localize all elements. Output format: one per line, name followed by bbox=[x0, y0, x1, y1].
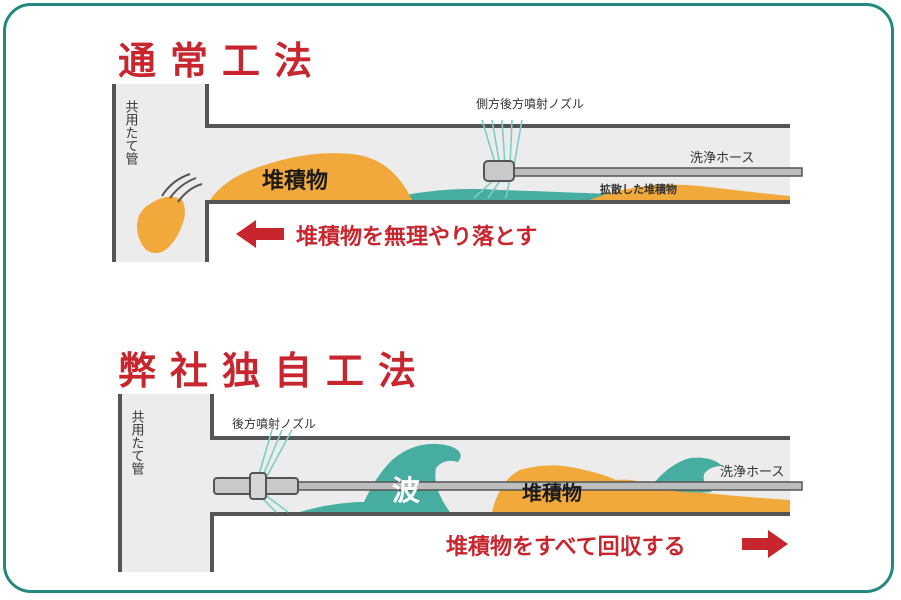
conventional-arrow-text: 堆積物を無理やり落とす bbox=[296, 224, 537, 250]
conventional-spread-sediment bbox=[590, 184, 790, 200]
conventional-sediment bbox=[210, 153, 412, 200]
conventional-hose-label: 洗浄ホース bbox=[690, 151, 754, 166]
our-wave bbox=[360, 443, 461, 512]
conventional-diagram bbox=[112, 84, 803, 262]
conventional-water bbox=[400, 188, 610, 200]
our-nozzle bbox=[249, 472, 267, 500]
conventional-falling-sediment bbox=[137, 196, 185, 254]
our-pipe-walls bbox=[118, 394, 790, 572]
our-arrow-text: 堆積物をすべて回収する bbox=[446, 534, 686, 560]
conventional-nozzle-label: 側方後方噴射ノズル bbox=[476, 96, 584, 111]
our-sediment-label: 堆積物 bbox=[522, 481, 582, 505]
our-nozzle-label: 後方噴射ノズル bbox=[232, 416, 316, 431]
our-wave-label: 波 bbox=[392, 474, 421, 507]
our-hose-label: 洗浄ホース bbox=[720, 465, 784, 480]
conventional-hose bbox=[505, 167, 803, 177]
our-spray bbox=[257, 429, 293, 513]
conventional-pipe-interior bbox=[112, 84, 790, 262]
conventional-nozzle bbox=[483, 160, 515, 182]
left-arrow-icon bbox=[236, 220, 284, 248]
right-arrow-icon bbox=[742, 530, 788, 558]
our-shared-pipe-label: 共用たて管 bbox=[129, 410, 145, 476]
our-method-title: 弊社独自工法 bbox=[118, 349, 431, 393]
our-water-base bbox=[300, 501, 380, 512]
our-diagram bbox=[118, 394, 803, 572]
conventional-shared-pipe-label: 共用たて管 bbox=[123, 100, 139, 166]
conventional-spread-label: 拡散した堆積物 bbox=[600, 182, 677, 196]
conventional-sediment-label: 堆積物 bbox=[262, 168, 328, 194]
motion-lines bbox=[161, 173, 203, 203]
conventional-pipe-walls bbox=[112, 84, 790, 262]
conventional-method-title: 通常工法 bbox=[118, 39, 327, 83]
